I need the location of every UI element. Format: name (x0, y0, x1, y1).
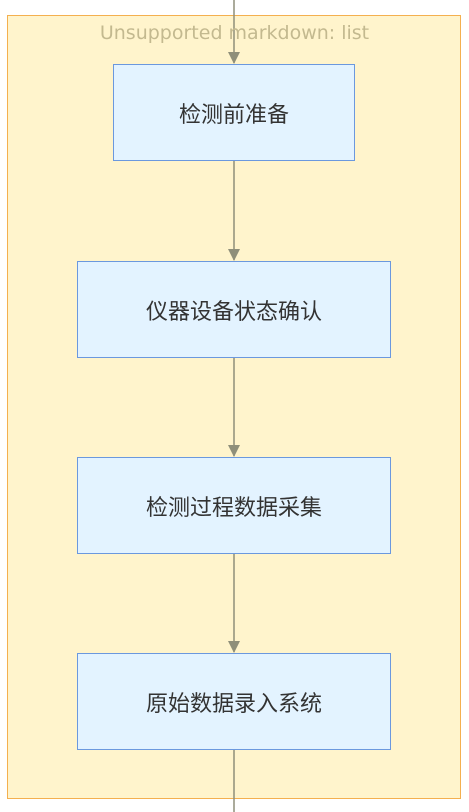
node-equipment-check[interactable]: 仪器设备状态确认 (77, 261, 391, 358)
node-label: 仪器设备状态确认 (145, 299, 322, 325)
node-label: 检测过程数据采集 (145, 495, 322, 521)
node-data-collection[interactable]: 检测过程数据采集 (77, 457, 391, 554)
node-label: 原始数据录入系统 (145, 691, 322, 717)
node-data-entry[interactable]: 原始数据录入系统 (77, 653, 391, 750)
node-label: 检测前准备 (178, 102, 289, 128)
node-preparation[interactable]: 检测前准备 (113, 64, 355, 161)
subgraph-title: Unsupported markdown: list (99, 22, 370, 44)
